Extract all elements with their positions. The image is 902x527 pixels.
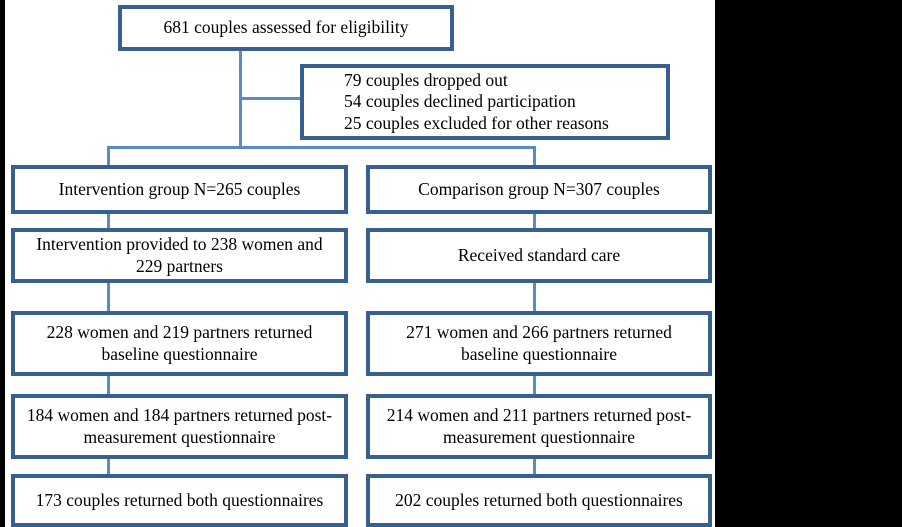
node-comparison-standard-label: Received standard care <box>457 244 621 265</box>
node-comparison-baseline-label: 271 women and 266 partners returned base… <box>406 322 672 364</box>
node-excluded-reasons: 79 couples dropped out 54 couples declin… <box>300 64 670 140</box>
node-intervention-post-measurement: 184 women and 184 partners returned post… <box>11 394 348 459</box>
node-intervention-provided-label: Intervention provided to 238 women and 2… <box>36 234 323 276</box>
node-intervention-group-label: Intervention group N=265 couples <box>58 178 301 199</box>
matte-band-left <box>0 0 5 527</box>
node-comparison-standard-care: Received standard care <box>366 228 712 283</box>
node-comparison-both-questionnaires: 202 couples returned both questionnaires <box>366 474 712 527</box>
node-intervention-baseline-label: 228 women and 219 partners returned base… <box>46 322 313 364</box>
node-intervention-baseline: 228 women and 219 partners returned base… <box>11 311 348 376</box>
connector-right-baseline-to-post <box>533 374 536 397</box>
node-comparison-group: Comparison group N=307 couples <box>366 165 712 214</box>
connector-split-left-down <box>107 146 110 168</box>
connector-left-group-to-provided <box>107 212 110 232</box>
node-comparison-post-measurement: 214 women and 211 partners returned post… <box>366 394 712 459</box>
node-assessed-for-eligibility: 681 couples assessed for eligibility <box>118 5 454 51</box>
node-intervention-both-questionnaires: 173 couples returned both questionnaires <box>11 474 348 527</box>
node-comparison-group-label: Comparison group N=307 couples <box>418 178 660 199</box>
node-intervention-both-label: 173 couples returned both questionnaires <box>35 489 324 510</box>
node-intervention-provided: Intervention provided to 238 women and 2… <box>11 228 348 283</box>
node-intervention-group: Intervention group N=265 couples <box>11 165 348 214</box>
node-comparison-post-label: 214 women and 211 partners returned post… <box>386 405 692 447</box>
connector-left-provided-to-baseline <box>107 281 110 314</box>
connector-to-excluded <box>239 97 303 100</box>
node-assessed-label: 681 couples assessed for eligibility <box>163 17 409 38</box>
connector-right-post-to-both <box>533 457 536 477</box>
connector-assessed-down <box>239 51 242 149</box>
node-comparison-both-label: 202 couples returned both questionnaires <box>395 489 683 510</box>
connector-split-horizontal <box>107 146 536 149</box>
connector-split-right-down <box>533 146 536 168</box>
connector-left-post-to-both <box>107 457 110 477</box>
node-comparison-baseline: 271 women and 266 partners returned base… <box>366 311 712 376</box>
node-intervention-post-label: 184 women and 184 partners returned post… <box>26 405 333 447</box>
connector-left-baseline-to-post <box>107 374 110 397</box>
node-excluded-label: 79 couples dropped out 54 couples declin… <box>344 69 609 133</box>
connector-right-standard-to-baseline <box>533 281 536 314</box>
connector-right-group-to-standard <box>533 212 536 232</box>
matte-band-right <box>715 0 902 527</box>
